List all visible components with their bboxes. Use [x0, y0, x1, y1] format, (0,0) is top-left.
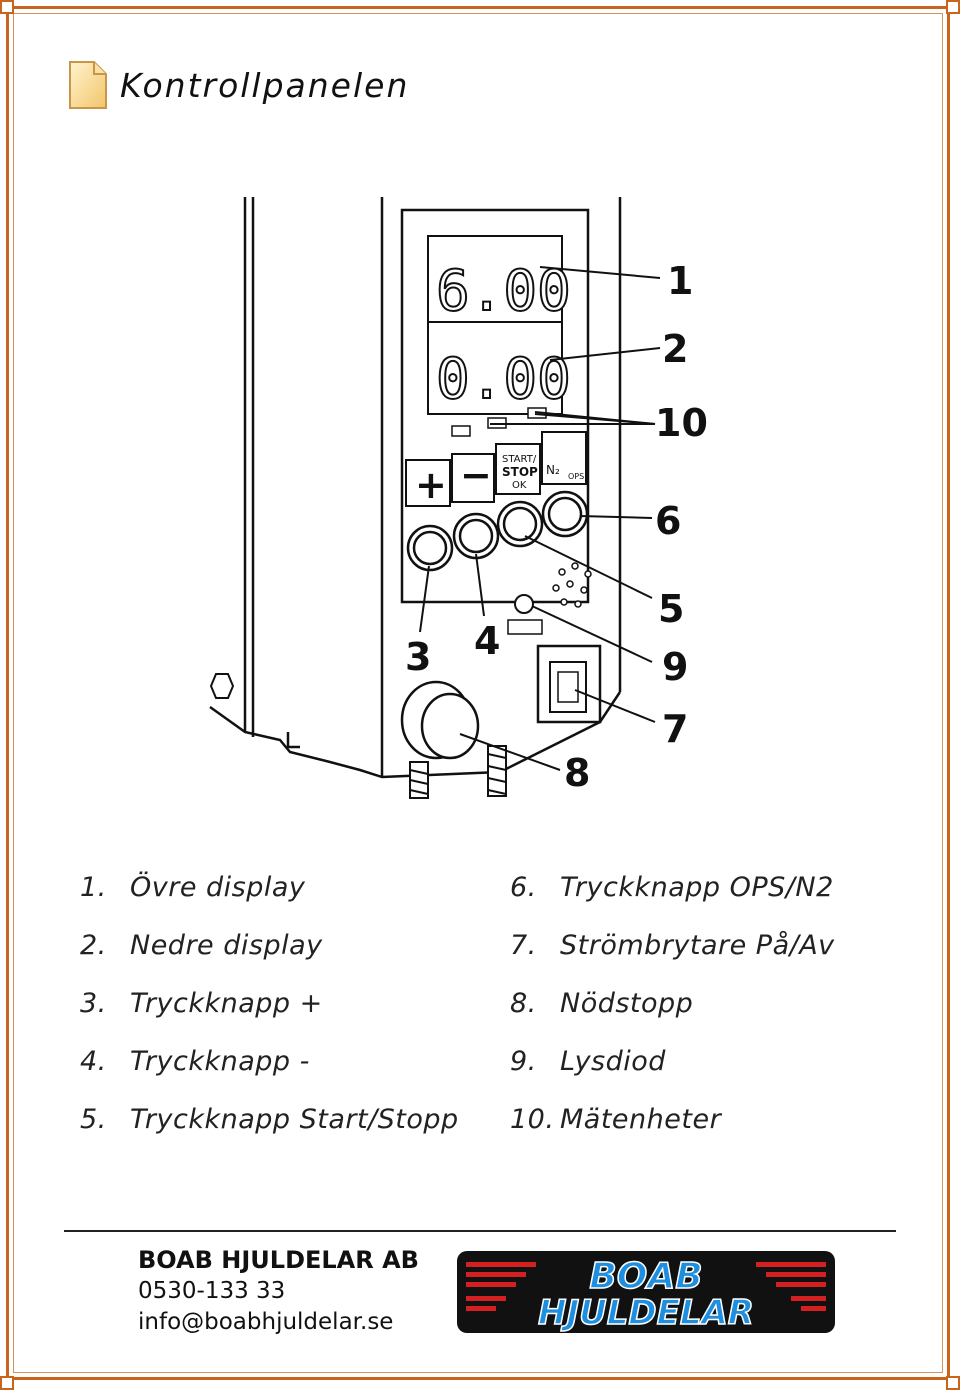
- ops-label-box: [541, 431, 587, 485]
- bolt-icon: [209, 673, 235, 699]
- callout-4: 4: [474, 619, 500, 663]
- callout-3: 3: [405, 635, 431, 679]
- callout-lines: [419, 266, 661, 771]
- legend-item: 2.Nedre display: [80, 930, 323, 961]
- led-indicator: [514, 594, 534, 614]
- legend-item: 6.Tryckknapp OPS/N2: [510, 872, 834, 903]
- legend-item: 7.Strömbrytare På/Av: [510, 930, 835, 961]
- page-border: [6, 6, 950, 1380]
- svg-text:BOAB: BOAB: [589, 1256, 702, 1297]
- page-border-inner: [13, 13, 943, 1373]
- unit-indicator: [451, 425, 471, 437]
- title-row: Kontrollpanelen: [68, 58, 409, 112]
- corner-ornament: [946, 1376, 960, 1390]
- legend-left: 1.Övre display 2.Nedre display 3.Tryckkn…: [80, 872, 459, 1162]
- legend-item: 10.Mätenheter: [510, 1104, 722, 1135]
- lower-display-value: 0.00: [436, 347, 571, 412]
- lower-display: [427, 321, 563, 415]
- company-info: BOAB HJULDELAR AB 0530-133 33 info@boabh…: [138, 1246, 419, 1340]
- plus-label: +: [415, 463, 447, 507]
- control-panel-diagram: 6.00 0.00 + − START/ STOP OK N₂ OPS: [209, 197, 708, 799]
- emergency-stop-button[interactable]: [400, 680, 480, 760]
- corner-ornament: [0, 0, 14, 14]
- company-phone: 0530-133 33: [138, 1278, 286, 1304]
- callout-5: 5: [658, 587, 684, 631]
- start-label-3: OK: [512, 480, 527, 491]
- callout-1: 1: [667, 259, 693, 303]
- corner-ornament: [946, 0, 960, 14]
- start-label-box: [495, 443, 541, 495]
- callout-7: 7: [662, 707, 688, 751]
- upper-display-value: 6.00: [436, 259, 571, 324]
- document-icon: [69, 61, 107, 109]
- led-label: [507, 619, 543, 635]
- legend-item: 1.Övre display: [80, 872, 306, 903]
- callout-10: 10: [655, 401, 708, 445]
- footer-divider: [64, 1230, 896, 1232]
- callout-numbers: 1 2 10 6 5 9 7 8 3 4: [405, 259, 708, 795]
- power-switch[interactable]: [536, 644, 602, 724]
- callout-2: 2: [662, 327, 688, 371]
- corner-ornament: [0, 1376, 14, 1390]
- speaker-grille: [552, 562, 592, 608]
- company-logo: BOAB HJULDELAR: [457, 1251, 835, 1334]
- n2-label: N₂: [546, 463, 560, 477]
- company-name: BOAB HJULDELAR AB: [138, 1246, 419, 1274]
- hose-fittings: [409, 745, 507, 799]
- legend-right: 6.Tryckknapp OPS/N2 7.Strömbrytare På/Av…: [510, 872, 835, 1162]
- callout-9: 9: [662, 645, 688, 689]
- start-label-1: START/: [502, 454, 537, 465]
- upper-display: [427, 235, 563, 327]
- callout-8: 8: [564, 751, 590, 795]
- callout-6: 6: [655, 499, 681, 543]
- company-email[interactable]: info@boabhjuldelar.se: [138, 1309, 394, 1335]
- legend-item: 8.Nödstopp: [510, 988, 694, 1019]
- legend-item: 3.Tryckknapp +: [80, 988, 323, 1019]
- legend-item: 4.Tryckknapp -: [80, 1046, 310, 1077]
- minus-label: −: [460, 453, 492, 497]
- legend-item: 9.Lysdiod: [510, 1046, 666, 1077]
- legend-item: 5.Tryckknapp Start/Stopp: [80, 1104, 459, 1135]
- minus-label-box: [451, 453, 495, 503]
- start-label-2: STOP: [502, 465, 538, 479]
- plus-label-box: [405, 459, 451, 507]
- machine-body: [209, 197, 622, 779]
- page-title: Kontrollpanelen: [120, 65, 410, 105]
- ops-label: OPS: [568, 472, 584, 481]
- svg-text:HJULDELAR: HJULDELAR: [538, 1293, 754, 1333]
